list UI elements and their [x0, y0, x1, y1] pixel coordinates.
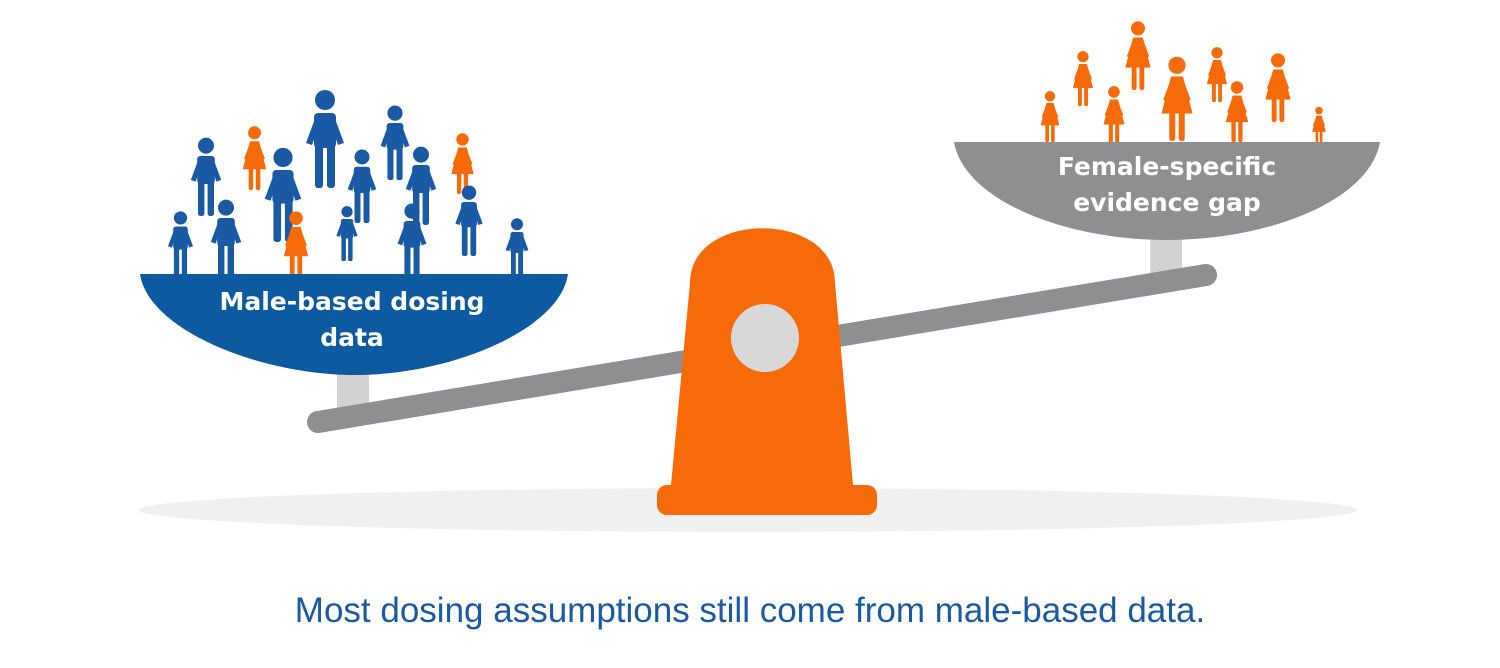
right-pan: [954, 142, 1380, 240]
pivot-circle: [731, 304, 799, 372]
left-pan-label-line2: data: [320, 323, 384, 352]
female-person-icon: [1072, 51, 1094, 106]
female-person-icon: [1225, 81, 1249, 142]
left-pan: [140, 274, 568, 375]
left-pan-label-line1: Male-based dosing: [219, 287, 484, 316]
caption: Most dosing assumptions still come from …: [294, 591, 1206, 630]
left-crowd: [167, 90, 529, 278]
right-pan-label-line2: evidence gap: [1073, 188, 1261, 217]
fulcrum-base: [657, 485, 877, 515]
male-person-icon: [380, 105, 410, 180]
female-person-icon: [1103, 86, 1125, 143]
right-crowd: [1040, 21, 1326, 144]
female-person-icon: [242, 126, 267, 190]
female-person-icon: [1206, 47, 1228, 102]
female-person-icon: [1312, 106, 1326, 144]
male-person-icon: [167, 211, 194, 276]
male-person-icon: [505, 218, 529, 277]
right-pan-label-line1: Female-specific: [1058, 152, 1276, 181]
male-person-icon: [190, 137, 222, 216]
female-person-icon: [1265, 53, 1291, 122]
male-person-icon: [336, 206, 358, 261]
female-person-icon: [1040, 91, 1060, 142]
male-person-icon: [210, 199, 242, 278]
male-person-icon: [397, 203, 427, 278]
female-person-icon: [1125, 21, 1151, 90]
female-person-icon: [451, 133, 474, 194]
male-person-icon: [306, 90, 344, 188]
male-person-icon: [455, 185, 483, 256]
female-person-icon: [1161, 56, 1193, 141]
